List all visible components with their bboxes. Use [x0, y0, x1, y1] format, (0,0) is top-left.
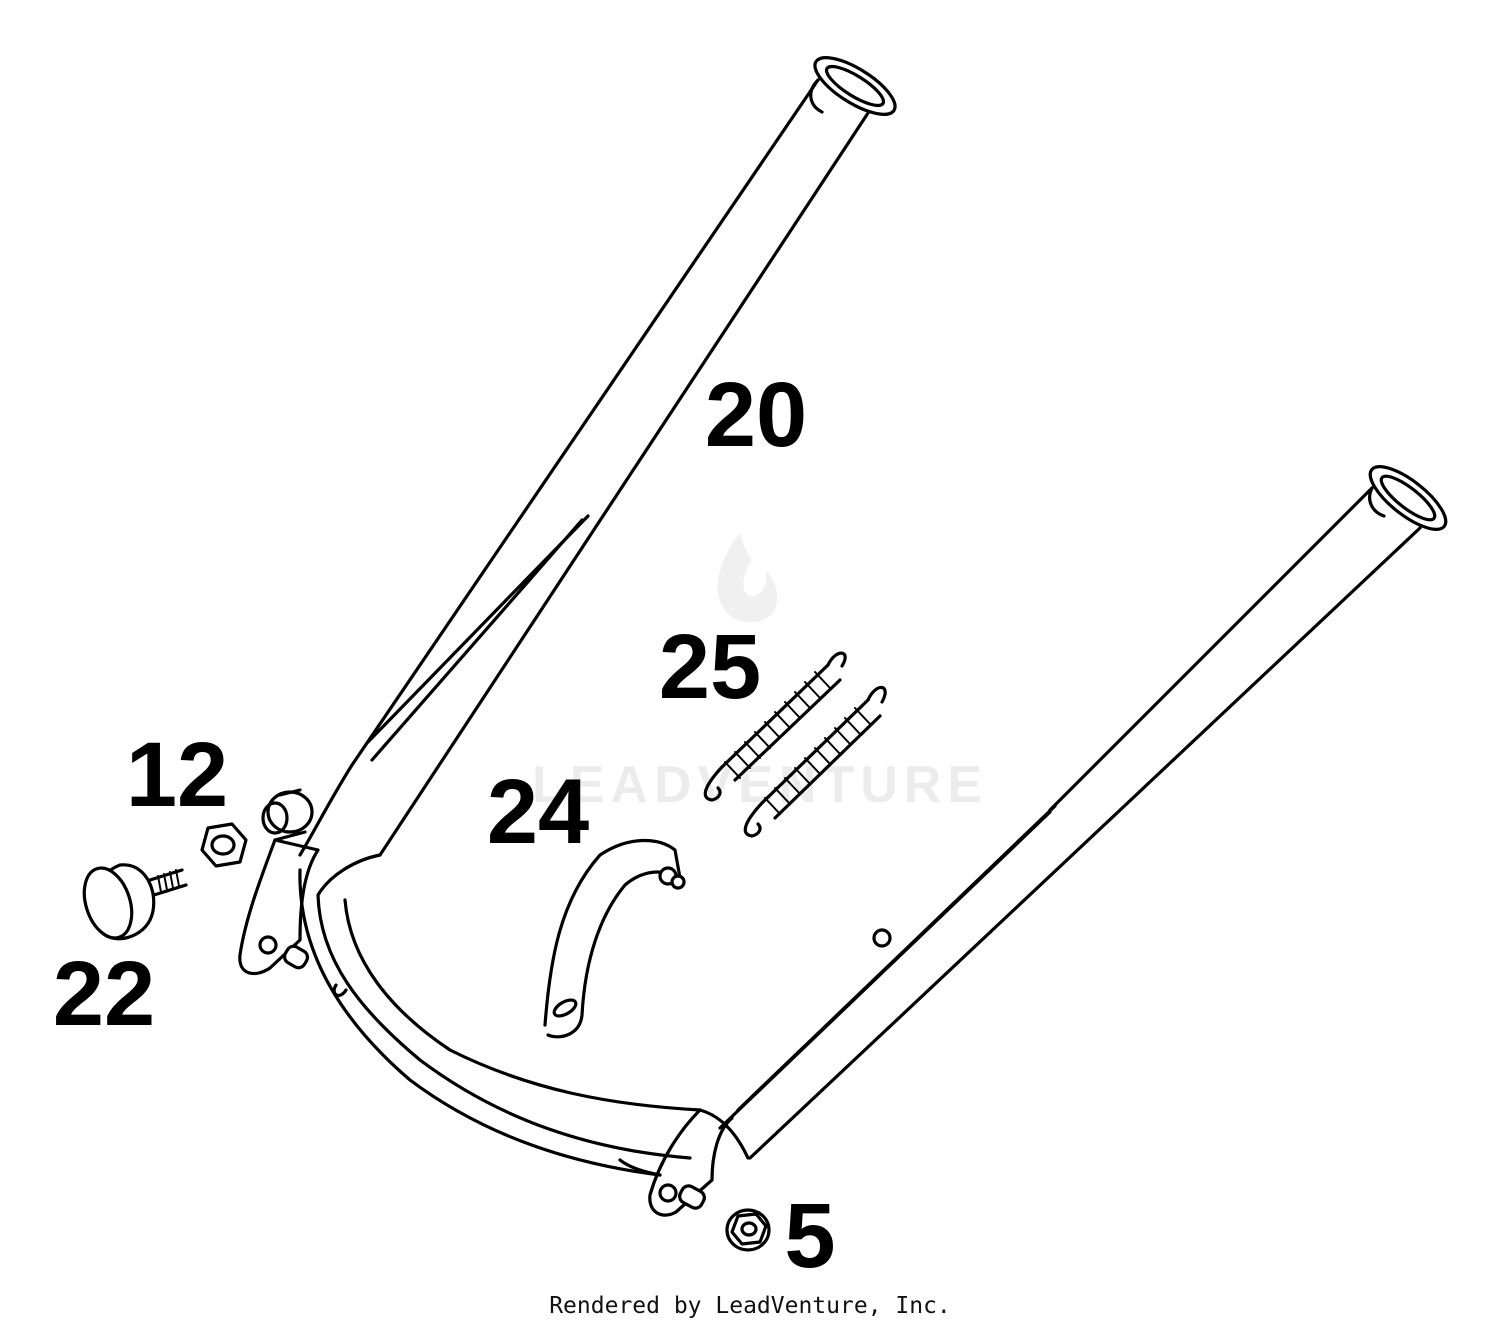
rubber-bumper-22 [82, 863, 188, 941]
part-label-5: 5 [784, 1185, 835, 1287]
part-label-22: 22 [53, 943, 155, 1045]
part-label-24: 24 [487, 761, 589, 863]
flame-watermark-icon [717, 532, 778, 623]
part-label-20: 20 [705, 364, 807, 466]
watermark-text: LEADVENTURE [532, 756, 988, 814]
springs [703, 651, 887, 838]
leadventure-watermark: LEADVENTURE [532, 532, 988, 814]
curved-bracket [543, 838, 686, 1039]
center-stand-frame [238, 56, 1448, 1217]
hex-nut-12 [200, 822, 248, 868]
rendered-by-credit: Rendered by LeadVenture, Inc. [549, 1293, 951, 1319]
part-label-12: 12 [126, 724, 228, 826]
flange-nut-5 [725, 1208, 771, 1252]
part-label-25: 25 [659, 616, 761, 718]
